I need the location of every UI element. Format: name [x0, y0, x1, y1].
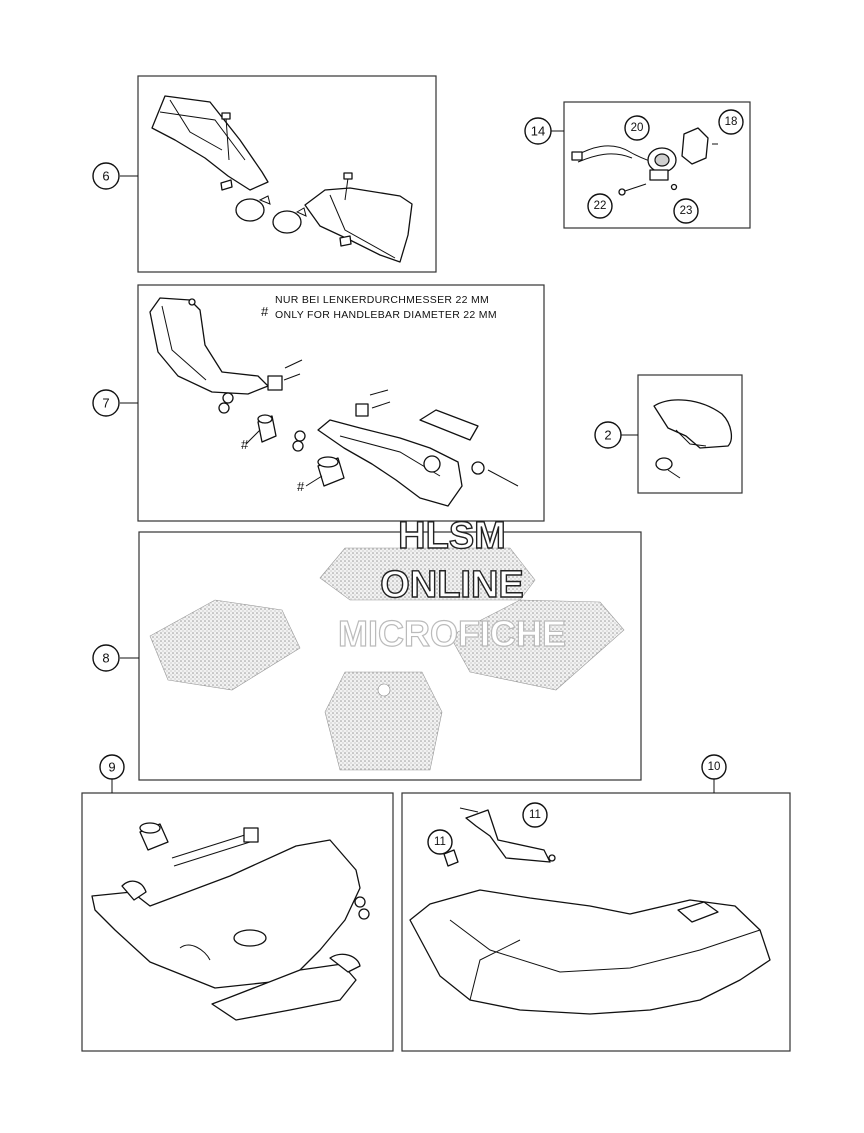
sticker-right — [449, 599, 625, 691]
spacer-bushing — [139, 822, 169, 851]
long-bolt — [171, 827, 259, 867]
skid-plate-large — [409, 889, 771, 1015]
frame-sticker-set — [138, 531, 642, 781]
callout-2: 2 — [594, 421, 622, 449]
skid-plate-nuts — [354, 896, 370, 920]
frame-skid-plate-large — [401, 792, 791, 1052]
callout-6: 6 — [92, 162, 120, 190]
mount-bracket — [459, 807, 556, 863]
light-wire-harness — [571, 145, 653, 163]
callout-9: 9 — [99, 754, 125, 780]
handguard-arm-left — [149, 297, 269, 395]
svg-text:20: 20 — [631, 122, 644, 134]
svg-text:23: 23 — [680, 205, 693, 217]
handlebar-end — [419, 409, 479, 441]
svg-text:7: 7 — [102, 396, 109, 411]
mount-bolts-right — [292, 389, 519, 487]
svg-text:14: 14 — [531, 124, 545, 139]
sticker-top — [319, 547, 536, 601]
frame-handguards — [137, 75, 437, 273]
frame-light-kit — [563, 101, 751, 229]
svg-text:11: 11 — [529, 809, 541, 821]
handguard-right — [304, 172, 413, 263]
clamp-right — [272, 207, 307, 234]
svg-text:11: 11 — [434, 836, 446, 848]
svg-text:10: 10 — [708, 761, 721, 773]
callout-18: 18 — [718, 109, 744, 135]
frame-skid-plate-small — [81, 792, 394, 1052]
note-line-de: NUR BEI LENKERDURCHMESSER 22 MM — [275, 294, 489, 306]
svg-text:9: 9 — [108, 760, 115, 775]
light-nut — [670, 183, 678, 191]
skid-plate-clip — [121, 880, 147, 901]
svg-text:8: 8 — [102, 651, 109, 666]
callout-11-lower: 11 — [427, 829, 453, 855]
light-lens — [681, 127, 709, 165]
number-plate-sticker — [324, 671, 443, 771]
frame-cover — [637, 374, 743, 494]
bracket-washer — [443, 849, 459, 867]
skid-plate-bracket — [211, 953, 361, 1021]
handguard-arm-right — [317, 419, 463, 507]
callout-8: 8 — [92, 644, 120, 672]
watermark-line2: ONLINE — [380, 564, 524, 606]
handguard-left — [151, 95, 269, 191]
callout-7: 7 — [92, 389, 120, 417]
cover-part — [653, 399, 733, 479]
screw-left — [220, 112, 233, 191]
spacer-left — [257, 414, 277, 443]
skid-plate-small — [91, 839, 361, 989]
note-hash-symbol: # — [261, 304, 269, 319]
clamp-left — [235, 195, 271, 222]
callout-23: 23 — [673, 198, 699, 224]
light-housing — [647, 147, 677, 181]
callout-10: 10 — [701, 754, 727, 780]
hash-mark-right: # — [297, 479, 305, 494]
svg-text:6: 6 — [102, 169, 109, 184]
light-screw — [618, 183, 647, 196]
callout-20: 20 — [624, 115, 650, 141]
note-line-en: ONLY FOR HANDLEBAR DIAMETER 22 MM — [275, 309, 497, 321]
spacer-right — [317, 456, 345, 487]
callout-14: 14 — [524, 117, 552, 145]
svg-text:18: 18 — [725, 116, 738, 128]
mount-bolts-left — [218, 359, 303, 414]
hash-mark-left: # — [241, 437, 249, 452]
callout-11-upper: 11 — [522, 802, 548, 828]
svg-text:22: 22 — [594, 200, 607, 212]
sticker-left — [149, 599, 301, 691]
watermark-line1: HLSM — [398, 515, 506, 557]
svg-text:2: 2 — [604, 428, 611, 443]
watermark-line3: MICROFICHE — [338, 613, 566, 654]
callout-22: 22 — [587, 193, 613, 219]
